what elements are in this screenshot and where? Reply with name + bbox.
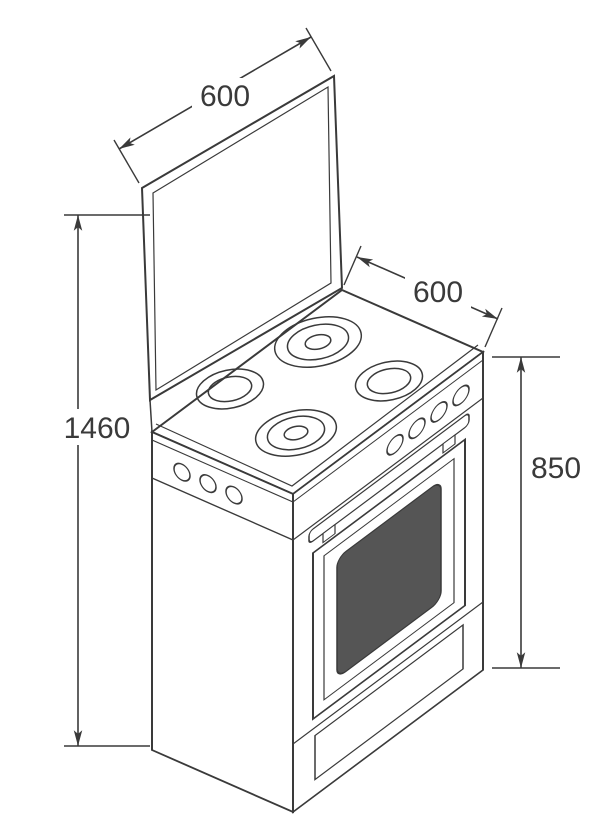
extension-line xyxy=(343,245,362,286)
control-knob xyxy=(452,384,470,407)
cooktop-rim xyxy=(155,344,479,487)
burner-front xyxy=(254,409,338,457)
dimension-lid-width: 600 xyxy=(113,27,332,184)
dimension-top-width: 600 xyxy=(343,245,503,348)
drawer-divider xyxy=(293,601,483,745)
control-knob xyxy=(408,417,426,440)
oven-door-frame xyxy=(323,457,455,701)
burner-back xyxy=(273,316,363,368)
control-band-front xyxy=(293,397,483,541)
dimension-total-height: 1460 xyxy=(52,214,150,747)
label-background xyxy=(405,274,471,308)
left-panel xyxy=(151,430,294,814)
cooker-front-face xyxy=(292,350,484,814)
burner-right xyxy=(354,360,424,402)
dimension-label-lid-width: 600 xyxy=(200,80,250,113)
extension-line xyxy=(305,27,332,72)
handle-post-right xyxy=(442,433,456,454)
control-knob xyxy=(173,462,191,482)
handle-post-left xyxy=(322,523,336,544)
dimension-label-top-width: 600 xyxy=(413,276,463,309)
oven-door-handle xyxy=(308,413,470,543)
control-knob xyxy=(199,474,217,494)
control-knob xyxy=(386,433,404,456)
label-background xyxy=(192,78,258,112)
oven-window xyxy=(336,483,442,675)
extension-line xyxy=(484,307,503,348)
storage-drawer xyxy=(314,623,464,781)
cooktop-edge-strip-left xyxy=(152,439,293,503)
dimension-body-height: 850 xyxy=(492,356,585,669)
dimension-label-total-height: 1460 xyxy=(64,412,131,445)
dimension-label-body-height: 850 xyxy=(531,452,581,485)
control-band-left xyxy=(152,477,293,541)
label-background xyxy=(52,409,142,445)
control-knob xyxy=(430,400,448,423)
cooktop-edge-strip-front xyxy=(293,359,483,503)
burner-left xyxy=(195,368,265,410)
control-knob xyxy=(225,485,243,505)
extension-line xyxy=(113,139,140,184)
lid-hinge-edge xyxy=(149,399,153,433)
label-background xyxy=(527,450,585,484)
cooker-left-face xyxy=(151,430,294,814)
